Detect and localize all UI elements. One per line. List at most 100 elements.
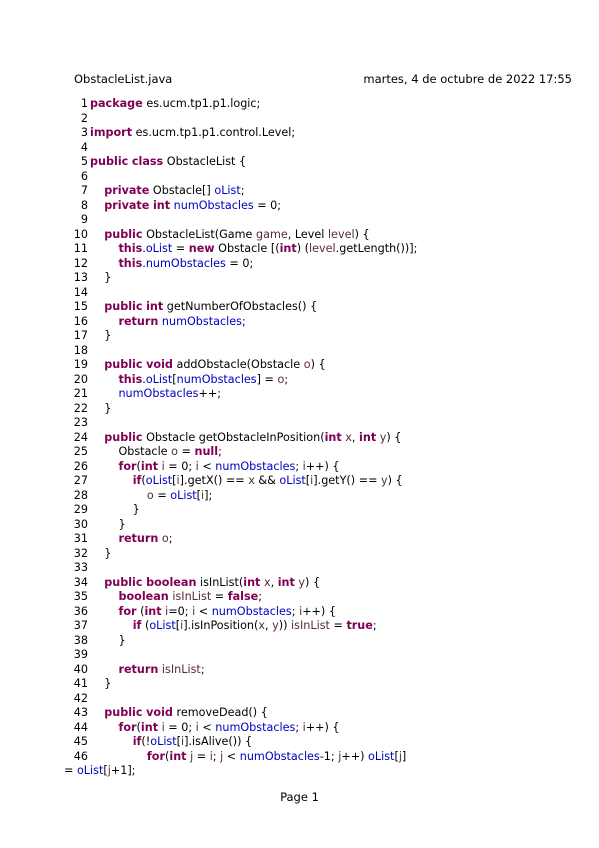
file-name: ObstacleList.java: [74, 72, 173, 86]
line-number: 24: [73, 430, 88, 444]
code-line: = oList[j+1];: [64, 764, 568, 779]
line-code: import es.ucm.tp1.p1.control.Level;: [90, 126, 296, 139]
code-line: 31 return o;: [68, 532, 568, 547]
page-header: ObstacleList.java martes, 4 de octubre d…: [74, 72, 572, 114]
line-number: 6: [80, 169, 88, 183]
code-line: 17 }: [68, 329, 568, 344]
line-number: 29: [73, 503, 88, 516]
line-code: }: [90, 329, 112, 342]
line-number: 41: [73, 677, 88, 690]
line-number: 37: [73, 619, 88, 632]
code-line: 41 }: [68, 677, 568, 692]
line-number: 22: [73, 401, 88, 415]
line-code: o = oList[i];: [146, 488, 213, 502]
line-number: 30: [73, 517, 88, 531]
line-number: 7: [80, 184, 88, 197]
line-number: 19: [73, 358, 88, 371]
line-code: public void removeDead() {: [104, 706, 268, 719]
code-line: 7 private Obstacle[] oList;: [68, 184, 568, 199]
line-number: 26: [73, 459, 88, 473]
line-code: package es.ucm.tp1.p1.logic;: [90, 97, 261, 110]
line-number: 31: [73, 532, 88, 545]
code-line: 22 }: [68, 402, 568, 417]
line-number: 10: [73, 227, 88, 241]
line-number: 38: [73, 633, 88, 647]
line-number: 16: [73, 314, 88, 328]
code-line: 27 if(oList[i].getX() == x && oList[i].g…: [68, 474, 568, 489]
code-line: 10 public ObstacleList(Game game, Level …: [68, 228, 568, 243]
line-code: }: [90, 401, 112, 415]
line-code: this.oList[numObstacles] = o;: [118, 372, 289, 386]
code-line: 4: [68, 141, 568, 156]
line-code: for (int i=0; i < numObstacles; i++) {: [118, 604, 336, 618]
line-code: for(int j = i; j < numObstacles-1; j++) …: [146, 749, 407, 763]
line-code: = oList[j+1];: [64, 764, 136, 777]
line-code: for(int i = 0; i < numObstacles; i++) {: [118, 459, 340, 473]
code-line: 35 boolean isInList = false;: [68, 590, 568, 605]
line-number: 5: [80, 155, 88, 168]
line-code: }: [90, 633, 126, 647]
line-number: 8: [80, 198, 88, 212]
code-line: 36 for (int i=0; i < numObstacles; i++) …: [68, 605, 568, 620]
code-line: 32 }: [68, 547, 568, 562]
line-number: 43: [73, 706, 88, 719]
code-line: 39: [68, 648, 568, 663]
line-number: 32: [73, 546, 88, 560]
line-number: 21: [73, 387, 88, 400]
line-number: 18: [73, 343, 88, 357]
line-number: 34: [73, 575, 88, 589]
line-code: this.numObstacles = 0;: [118, 256, 254, 270]
code-line: 43 public void removeDead() {: [68, 706, 568, 721]
line-code: }: [90, 271, 112, 284]
code-line: 15 public int getNumberOfObstacles() {: [68, 300, 568, 315]
code-line: 46 for(int j = i; j < numObstacles-1; j+…: [68, 750, 568, 765]
line-code: }: [90, 677, 112, 690]
line-number: 42: [73, 691, 88, 705]
line-code: }: [90, 503, 140, 516]
code-line: 16 return numObstacles;: [68, 315, 568, 330]
line-code: public void addObstacle(Obstacle o) {: [104, 358, 326, 371]
line-number: 36: [73, 604, 88, 618]
line-number: 46: [73, 749, 88, 763]
line-number: 4: [80, 140, 88, 154]
code-line: 42: [68, 692, 568, 707]
line-number: 15: [73, 300, 88, 313]
line-number: 13: [73, 271, 88, 284]
code-line: 25 Obstacle o = null;: [68, 445, 568, 460]
line-code: return o;: [118, 532, 173, 545]
code-line: 20 this.oList[numObstacles] = o;: [68, 373, 568, 388]
code-line: 8 private int numObstacles = 0;: [68, 199, 568, 214]
line-code: boolean isInList = false;: [118, 590, 263, 603]
line-code: }: [90, 517, 126, 531]
code-line: 30 }: [68, 518, 568, 533]
code-line: 21 numObstacles++;: [68, 387, 568, 402]
line-code: if (oList[i].isInPosition(x, y)) isInLis…: [132, 619, 377, 632]
line-number: 23: [73, 416, 88, 429]
line-number: 40: [73, 662, 88, 676]
code-line: 26 for(int i = 0; i < numObstacles; i++)…: [68, 460, 568, 475]
code-line: 44 for(int i = 0; i < numObstacles; i++)…: [68, 721, 568, 736]
line-number: 39: [73, 648, 88, 661]
code-line: 33: [68, 561, 568, 576]
code-line: 29 }: [68, 503, 568, 518]
line-number: 33: [73, 561, 88, 574]
line-code: for(int i = 0; i < numObstacles; i++) {: [118, 720, 340, 734]
code-line: 23: [68, 416, 568, 431]
line-number: 3: [80, 126, 88, 139]
line-code: if(oList[i].getX() == x && oList[i].getY…: [132, 474, 403, 487]
code-line: 2: [68, 112, 568, 127]
code-line: 9: [68, 213, 568, 228]
code-line: 24 public Obstacle getObstacleInPosition…: [68, 431, 568, 446]
line-number: 9: [80, 213, 88, 226]
code-line: 37 if (oList[i].isInPosition(x, y)) isIn…: [68, 619, 568, 634]
line-number: 28: [73, 488, 88, 502]
line-code: Obstacle o = null;: [90, 445, 222, 458]
code-line: 18: [68, 344, 568, 359]
code-line: 28 o = oList[i];: [68, 489, 568, 504]
line-number: 11: [73, 242, 88, 255]
line-number: 44: [73, 720, 88, 734]
print-date: martes, 4 de octubre de 2022 17:55: [363, 72, 572, 86]
code-line: 19 public void addObstacle(Obstacle o) {: [68, 358, 568, 373]
code-line: 38 }: [68, 634, 568, 649]
